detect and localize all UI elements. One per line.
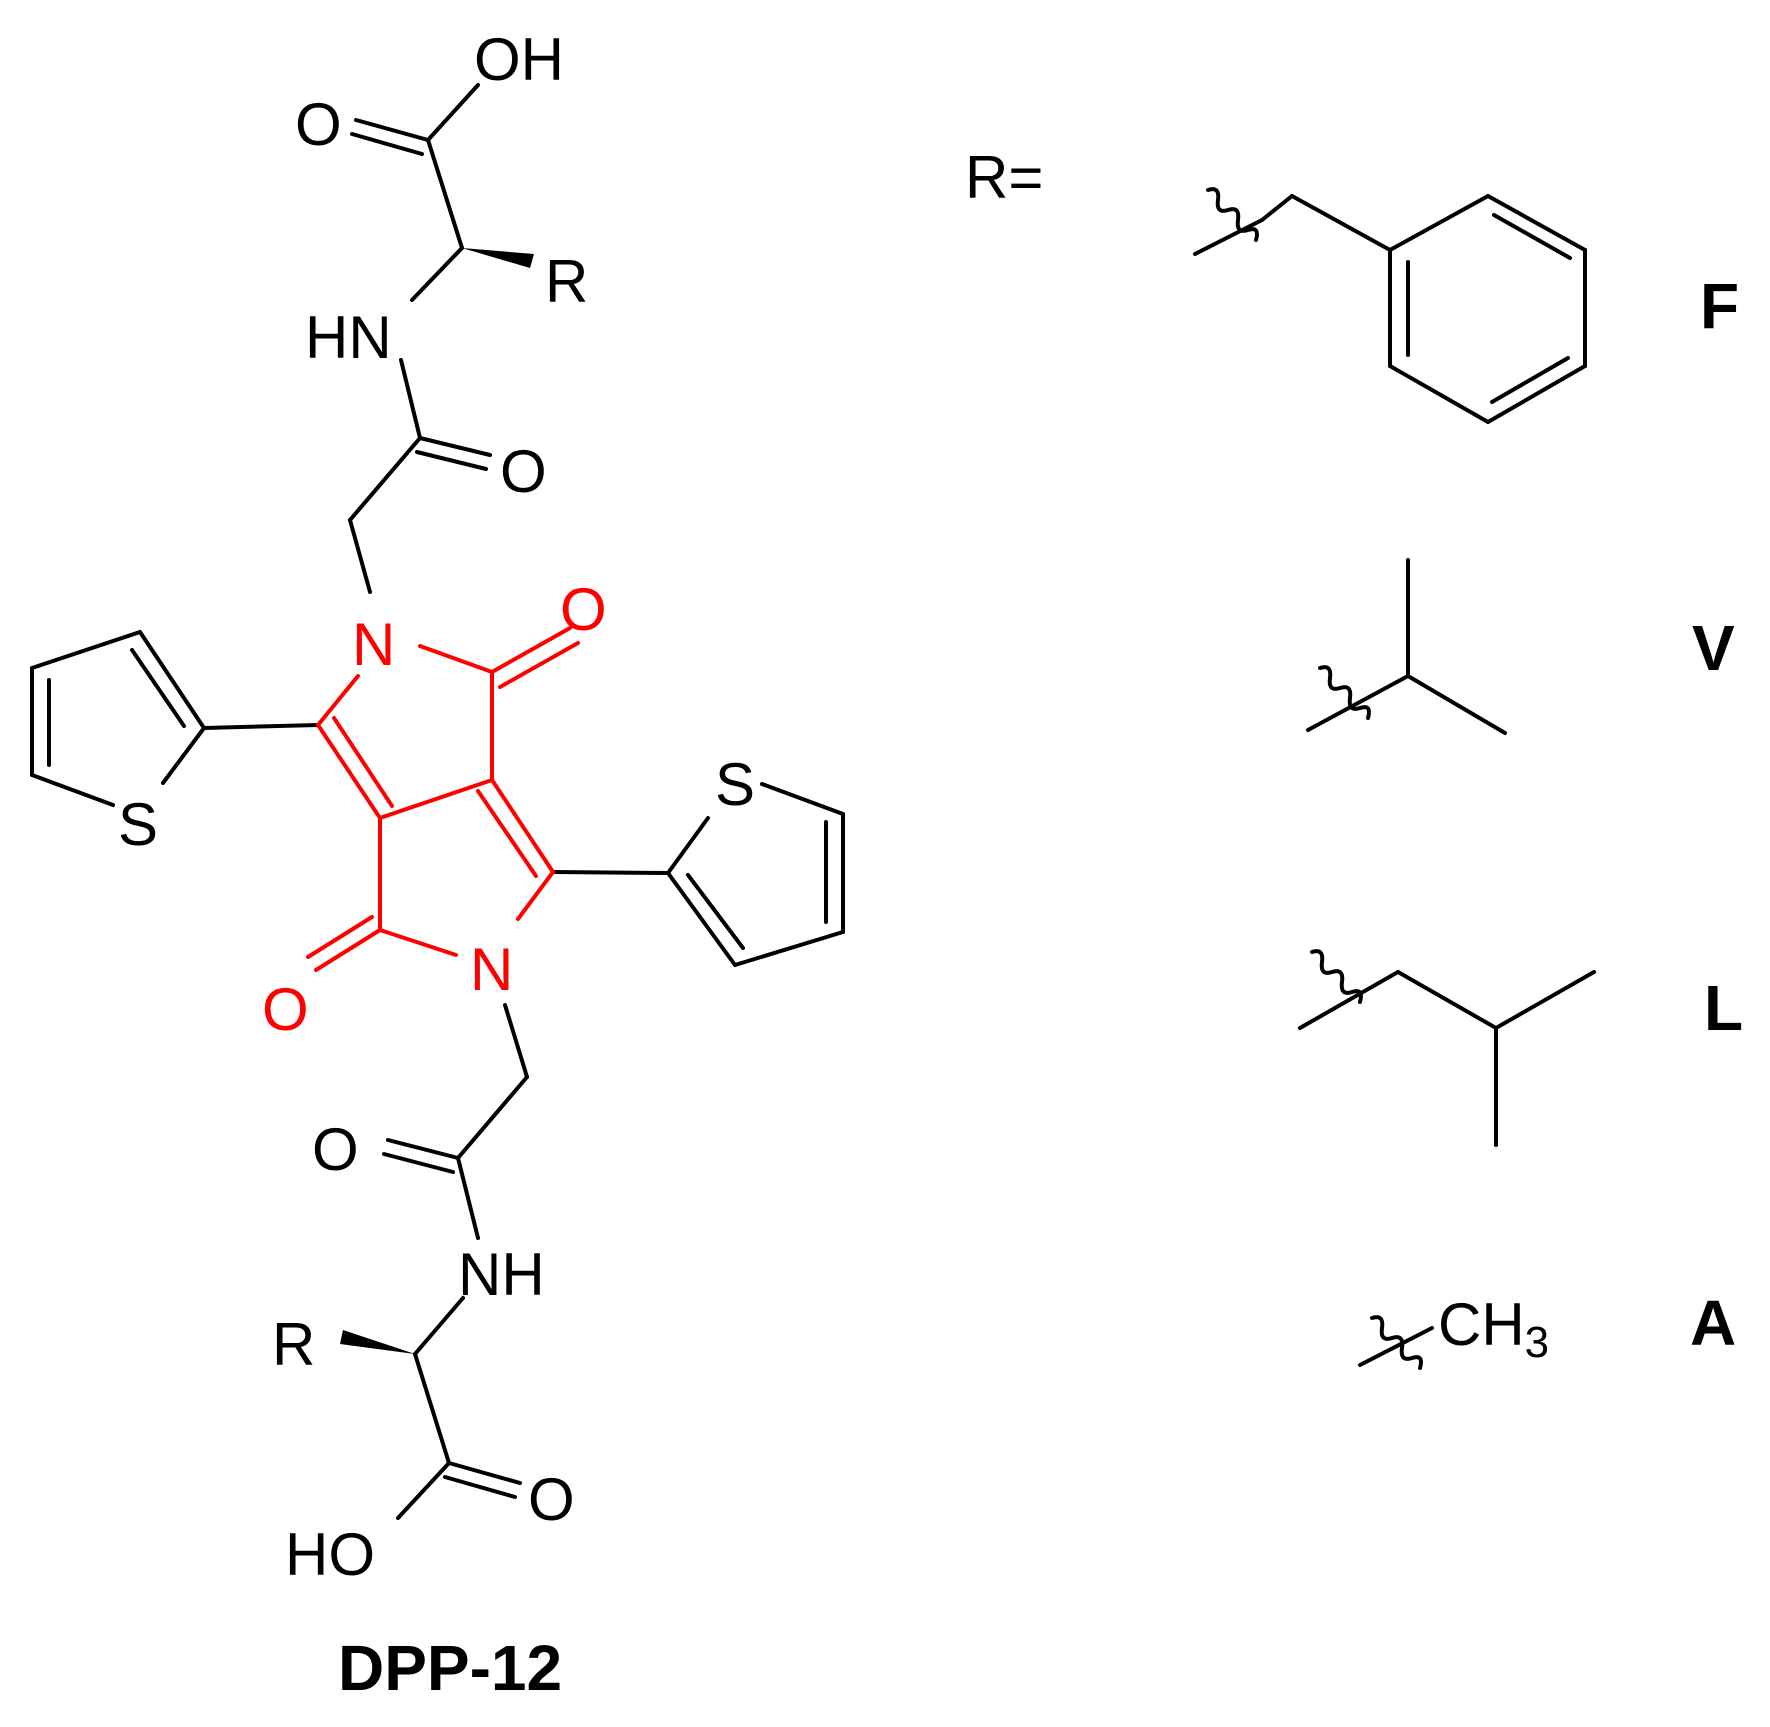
atom-o-lower-left: O xyxy=(262,976,309,1043)
r-definition-label: R= xyxy=(965,144,1043,211)
wavy-bond-icon xyxy=(1318,665,1371,720)
left-thiophene-bonds xyxy=(30,630,320,807)
compound-label: DPP-12 xyxy=(338,1632,562,1704)
substituent-code-l: L xyxy=(1704,972,1743,1044)
atom-bottom-amide-o: O xyxy=(312,1116,359,1183)
atom-bottom-r: R xyxy=(272,1311,315,1378)
methyl-formula-main: CH xyxy=(1438,1291,1525,1358)
atom-n-upper: N xyxy=(352,611,395,678)
wavy-bond-icon xyxy=(1310,949,1363,1004)
dpp-core xyxy=(306,626,580,972)
lower-wedge-bond xyxy=(340,1330,415,1354)
atom-top-amide-o: O xyxy=(500,438,547,505)
substituent-code-a: A xyxy=(1690,1287,1736,1359)
atom-bottom-ho: HO xyxy=(285,1521,375,1588)
atom-s-right: S xyxy=(715,751,755,818)
substituent-v-structure xyxy=(1306,558,1507,735)
lower-amino-acid-bonds xyxy=(382,1003,529,1520)
atom-o-upper-right: O xyxy=(560,576,607,643)
upper-wedge-bond xyxy=(462,248,534,268)
atom-top-hn: HN xyxy=(305,304,392,371)
atom-n-lower: N xyxy=(470,936,513,1003)
dpp-12-molecule xyxy=(30,83,845,1520)
substituent-code-f: F xyxy=(1700,270,1739,342)
substituent-l-structure xyxy=(1298,949,1596,1147)
atom-s-left: S xyxy=(118,791,158,858)
atom-labels: OH O R HN O N O S S N O O NH R O HO xyxy=(118,26,755,1588)
wavy-bond-icon xyxy=(1206,187,1259,242)
substituent-structures xyxy=(1193,187,1596,1370)
atom-top-oh: OH xyxy=(474,26,564,93)
atom-bottom-carbonyl-o: O xyxy=(528,1466,575,1533)
atom-bottom-nh: NH xyxy=(458,1241,545,1308)
atom-top-r: R xyxy=(545,248,588,315)
methyl-formula-subscript: 3 xyxy=(1525,1318,1549,1367)
atom-top-carbonyl-o: O xyxy=(295,91,342,158)
upper-amino-acid-bonds xyxy=(348,83,492,594)
methyl-formula: CH3 xyxy=(1438,1291,1549,1367)
substituent-f-structure xyxy=(1193,187,1587,424)
substituent-a-structure xyxy=(1358,1315,1434,1370)
wavy-bond-icon xyxy=(1370,1315,1423,1370)
right-thiophene-bonds xyxy=(551,782,845,967)
substituent-code-v: V xyxy=(1692,612,1735,684)
